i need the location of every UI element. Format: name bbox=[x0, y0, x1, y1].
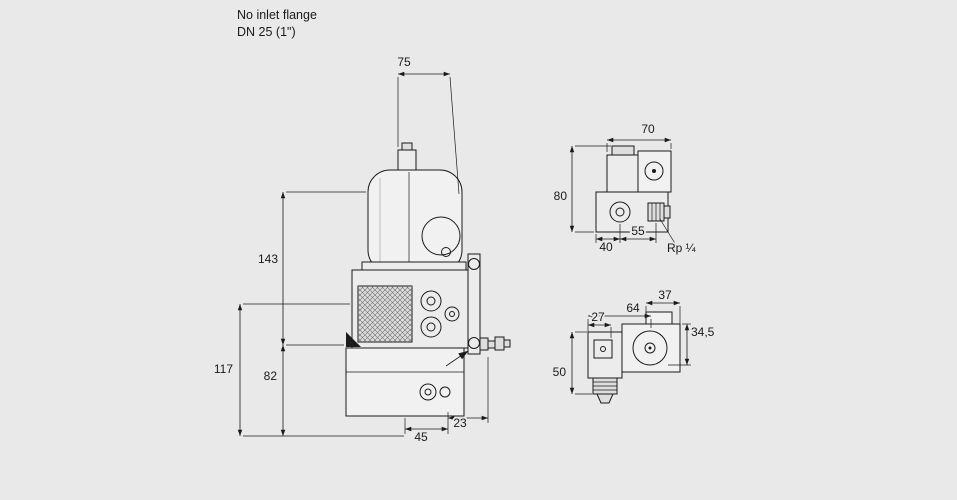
dim-label-coil-offset: 40 bbox=[599, 240, 613, 254]
outlet-flange-plate bbox=[467, 253, 481, 355]
header-title-line2: DN 25 (1") bbox=[237, 25, 296, 39]
lower-block bbox=[345, 347, 465, 417]
connector-top bbox=[645, 311, 673, 325]
dim-label-bottom-width: 45 bbox=[414, 430, 428, 444]
tap-base bbox=[479, 337, 489, 351]
port-ring-upper bbox=[420, 290, 442, 312]
stem-tip bbox=[596, 393, 614, 404]
dim-label-height: 80 bbox=[554, 189, 568, 203]
dim-label-connector-width: 37 bbox=[658, 288, 672, 302]
dim-label-body-width: 64 bbox=[626, 301, 640, 315]
pressure-tap-fitting bbox=[479, 336, 511, 351]
thread-flange bbox=[663, 205, 671, 219]
top-view-assembly bbox=[587, 311, 681, 404]
stem-rib-lines bbox=[593, 381, 617, 391]
thread-label: Rp ¼ bbox=[667, 241, 697, 255]
thread-leader-line bbox=[659, 218, 677, 246]
coil-cap bbox=[611, 145, 635, 156]
top-bolt bbox=[401, 142, 413, 151]
tap-hex bbox=[494, 336, 505, 351]
tap-leader-arrow bbox=[445, 350, 469, 367]
connector-ring bbox=[644, 161, 664, 181]
top-view: 37 64 27 34,5 50 bbox=[551, 286, 716, 404]
tap-tip bbox=[503, 339, 511, 348]
diaphragm-ring bbox=[421, 216, 461, 256]
dim-label-flange-width: 27 bbox=[591, 310, 605, 324]
filter-mesh bbox=[358, 286, 412, 342]
dim-label-body-height: 117 bbox=[214, 362, 233, 376]
ext-line bbox=[449, 76, 460, 195]
dim-label-depth: 50 bbox=[553, 365, 567, 379]
port-ring-side bbox=[444, 306, 460, 322]
base-port-ring bbox=[609, 201, 631, 223]
actuator-stem bbox=[397, 149, 417, 171]
base-port-hole bbox=[615, 207, 625, 217]
side-view: 70 80 40 55 Rp ¼ bbox=[552, 120, 699, 257]
block-port-ring bbox=[419, 383, 437, 401]
side-view-dimensions: 70 80 40 55 Rp ¼ bbox=[552, 120, 699, 257]
mount-hole bbox=[600, 346, 606, 352]
flange-bolt-top bbox=[468, 258, 480, 270]
dim-label-lower-height: 82 bbox=[264, 369, 278, 383]
dim-label-top-width: 75 bbox=[397, 55, 411, 69]
tap-neck bbox=[487, 340, 496, 349]
main-view-dimensions: 75 143 82 117 45 23 bbox=[212, 53, 489, 446]
coil-end-ring bbox=[632, 330, 668, 366]
dim-label-thread-offset: 55 bbox=[631, 224, 645, 238]
port-hole-side bbox=[449, 311, 455, 317]
header-title-line1: No inlet flange bbox=[237, 8, 317, 22]
actuator-flange bbox=[361, 261, 467, 271]
breather-port bbox=[441, 247, 451, 257]
actuator-housing bbox=[367, 169, 463, 273]
dim-label-height: 34,5 bbox=[691, 325, 715, 339]
mount-window bbox=[593, 339, 613, 359]
coil-end-hole bbox=[644, 342, 656, 354]
mount-flange bbox=[587, 331, 623, 379]
coil-body bbox=[606, 154, 639, 193]
dim-label-width: 70 bbox=[641, 122, 655, 136]
solenoid-assembly bbox=[595, 145, 672, 233]
flow-direction-wedge bbox=[346, 332, 361, 347]
port-hole-upper bbox=[426, 296, 436, 306]
port-ring-lower bbox=[420, 316, 442, 338]
block-port-small bbox=[439, 386, 451, 398]
coil-axis-dot bbox=[648, 346, 652, 350]
valve-assembly bbox=[345, 142, 511, 417]
dim-label-actuator-height: 143 bbox=[258, 252, 278, 266]
main-view: 75 143 82 117 45 23 bbox=[212, 53, 511, 446]
block-port-hole bbox=[424, 388, 432, 396]
port-hole-lower bbox=[426, 322, 436, 332]
dim-label-tap-offset: 23 bbox=[453, 416, 467, 430]
connector-pin bbox=[652, 169, 656, 173]
top-view-dimensions: 37 64 27 34,5 50 bbox=[551, 286, 716, 395]
thread-lines bbox=[651, 203, 661, 221]
